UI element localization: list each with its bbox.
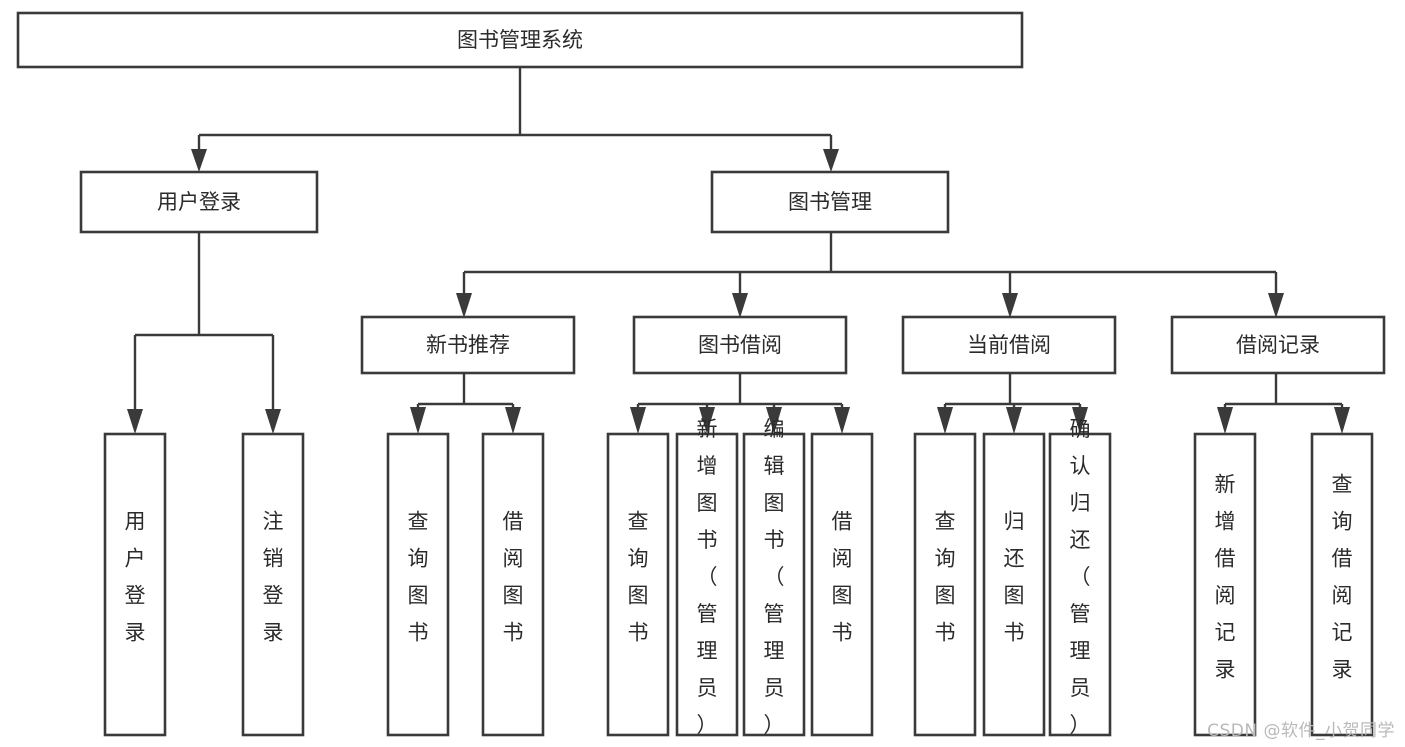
node-book-management[interactable]: 图书管理	[710, 170, 950, 234]
leaf-user-login-signin[interactable]: 用户登录	[103, 432, 167, 737]
arrow-user-leaf-2	[265, 409, 281, 434]
leaf-borrow-query-book-box[interactable]	[606, 432, 670, 737]
leaf-record-add-record[interactable]: 新增借阅记录	[1193, 432, 1257, 737]
node-new-book-recommend-label: 新书推荐	[426, 333, 510, 357]
arrow-user-leaf-1	[127, 409, 143, 434]
node-current-borrow-label: 当前借阅	[967, 333, 1051, 357]
arrow-newbook-leaf-2	[505, 407, 521, 434]
leaf-record-query-record[interactable]: 查询借阅记录	[1310, 432, 1374, 737]
arrow-borrow-leaf-2	[699, 407, 715, 434]
leaf-user-login-signin-label: 用户登录	[125, 510, 146, 645]
leaf-record-query-record-label: 查询借阅记录	[1332, 473, 1353, 682]
leaf-new-book-query-box[interactable]	[386, 432, 450, 737]
node-current-borrow-box[interactable]	[901, 315, 1117, 375]
leaf-borrow-add-book-label: 新增图书（管理员）	[697, 417, 718, 737]
leaf-new-book-borrow-label: 借阅图书	[503, 510, 524, 645]
node-book-management-label: 图书管理	[788, 190, 872, 214]
leaf-user-login-signout-label: 注销登录	[263, 510, 284, 645]
leaf-current-query-book-label: 查询图书	[935, 510, 956, 645]
leaf-user-login-signin-box[interactable]	[103, 432, 167, 737]
leaf-current-confirm-return-label: 确认归还（管理员）	[1070, 417, 1091, 737]
leaf-new-book-borrow[interactable]: 借阅图书	[481, 432, 545, 737]
node-book-borrow[interactable]: 图书借阅	[632, 315, 848, 375]
node-new-book-recommend-box[interactable]	[360, 315, 576, 375]
arrow-book-to-current	[1002, 293, 1018, 318]
node-user-login-box[interactable]	[79, 170, 319, 234]
node-user-login[interactable]: 用户登录	[79, 170, 319, 234]
arrow-book-to-newbook	[456, 293, 472, 318]
node-borrow-record[interactable]: 借阅记录	[1170, 315, 1386, 375]
arrow-root-to-user	[191, 149, 207, 172]
arrow-book-to-record	[1268, 293, 1284, 318]
leaf-borrow-borrow-book-box[interactable]	[810, 432, 874, 737]
arrow-borrow-leaf-4	[834, 407, 850, 434]
node-borrow-record-label: 借阅记录	[1236, 333, 1320, 357]
node-root-box[interactable]	[16, 11, 1024, 69]
leaf-new-book-borrow-box[interactable]	[481, 432, 545, 737]
node-user-login-label: 用户登录	[157, 190, 241, 214]
node-root-label: 图书管理系统	[457, 28, 583, 52]
arrow-record-leaf-2	[1334, 407, 1350, 434]
node-book-borrow-label: 图书借阅	[698, 333, 782, 357]
arrow-book-to-borrow	[732, 293, 748, 318]
leaf-borrow-add-book-box[interactable]	[675, 432, 739, 737]
node-new-book-recommend[interactable]: 新书推荐	[360, 315, 576, 375]
leaf-current-return-book-box[interactable]	[982, 432, 1046, 737]
leaf-borrow-edit-book-label: 编辑图书（管理员）	[764, 417, 785, 737]
node-layer: 图书管理系统 用户登录 图书管理 新书推荐 图书借阅	[16, 11, 1386, 737]
arrow-current-leaf-1	[937, 407, 953, 434]
leaf-user-login-signout[interactable]: 注销登录	[241, 432, 305, 737]
node-borrow-record-box[interactable]	[1170, 315, 1386, 375]
leaf-user-login-signout-box[interactable]	[241, 432, 305, 737]
leaf-current-return-book-label: 归还图书	[1004, 510, 1025, 645]
arrow-newbook-leaf-1	[410, 407, 426, 434]
leaf-current-confirm-return[interactable]: 确认归还（管理员）	[1048, 417, 1112, 737]
leaf-new-book-query-label: 查询图书	[408, 510, 429, 645]
leaf-borrow-borrow-book[interactable]: 借阅图书	[810, 432, 874, 737]
node-root[interactable]: 图书管理系统	[16, 11, 1024, 69]
leaf-current-confirm-return-box[interactable]	[1048, 432, 1112, 737]
leaf-borrow-add-book[interactable]: 新增图书（管理员）	[675, 417, 739, 737]
leaf-borrow-query-book-label: 查询图书	[628, 510, 649, 645]
arrow-borrow-leaf-1	[630, 407, 646, 434]
leaf-current-query-book-box[interactable]	[913, 432, 977, 737]
leaf-borrow-edit-book-box[interactable]	[742, 432, 806, 737]
leaf-current-return-book[interactable]: 归还图书	[982, 432, 1046, 737]
arrow-record-leaf-1	[1217, 407, 1233, 434]
leaf-borrow-borrow-book-label: 借阅图书	[832, 510, 853, 645]
connector-layer	[127, 67, 1350, 434]
arrow-current-leaf-2	[1006, 407, 1022, 434]
node-book-management-box[interactable]	[710, 170, 950, 234]
arrow-root-to-book	[823, 149, 839, 172]
node-book-borrow-box[interactable]	[632, 315, 848, 375]
node-current-borrow[interactable]: 当前借阅	[901, 315, 1117, 375]
leaf-record-query-record-box[interactable]	[1310, 432, 1374, 737]
leaf-borrow-query-book[interactable]: 查询图书	[606, 432, 670, 737]
leaf-new-book-query[interactable]: 查询图书	[386, 432, 450, 737]
leaf-current-query-book[interactable]: 查询图书	[913, 432, 977, 737]
leaf-record-add-record-label: 新增借阅记录	[1215, 473, 1236, 682]
arrow-current-leaf-3	[1072, 407, 1088, 434]
leaf-borrow-edit-book[interactable]: 编辑图书（管理员）	[742, 417, 806, 737]
arrow-borrow-leaf-3	[766, 407, 782, 434]
leaf-record-add-record-box[interactable]	[1193, 432, 1257, 737]
